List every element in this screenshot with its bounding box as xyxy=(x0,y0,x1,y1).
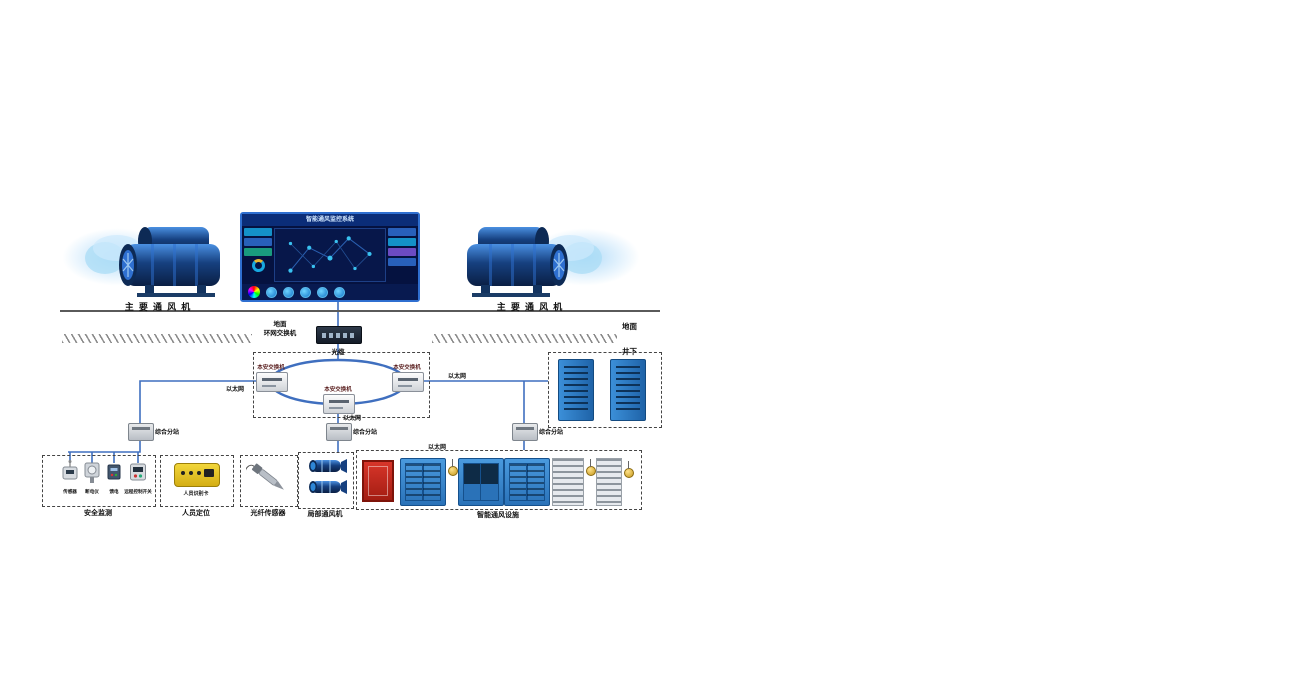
control-cabinet-icon xyxy=(558,359,594,421)
monitor-left-panel xyxy=(244,228,272,282)
underground-cabinet-box xyxy=(548,352,662,428)
ethernet-label: 以太网 xyxy=(428,444,447,451)
ethernet-label: 以太网 xyxy=(343,415,362,422)
color-wheel-icon xyxy=(248,286,260,298)
monitor-right-panel xyxy=(388,228,416,282)
air-door-icon xyxy=(362,460,394,502)
ring-switch-name-line1: 地面 xyxy=(273,320,287,328)
monitor-body xyxy=(242,226,418,284)
personnel-card-label: 人员识别卡 xyxy=(183,491,209,497)
ring-group-box xyxy=(253,352,430,418)
gauge-icon xyxy=(251,259,265,272)
safety-group-box xyxy=(42,455,156,507)
cabinet-door xyxy=(509,463,528,501)
personnel-group-label: 人员定位 xyxy=(182,509,210,517)
safety-device-label: 断电仪 xyxy=(85,490,99,495)
toolbar-icon xyxy=(266,286,277,298)
substation-2 xyxy=(326,423,352,441)
remote-switch-icon xyxy=(130,463,146,481)
substation-3 xyxy=(512,423,538,441)
cabinet-door xyxy=(480,463,499,501)
fiber-sensor-group-label: 光纤传感器 xyxy=(250,509,286,517)
main-fan-icon xyxy=(467,227,602,297)
substation-1-label: 综合分站 xyxy=(155,429,180,436)
cabinet-door xyxy=(463,463,482,501)
safe-switch-label-3: 本安交换机 xyxy=(324,387,352,393)
vent-cabinet-icon xyxy=(400,458,446,506)
ethernet-label: 以太网 xyxy=(226,386,245,393)
monitor-toolbar xyxy=(242,284,418,300)
toolbar-icon xyxy=(334,286,345,298)
smart-vent-group-label: 智能通风设施 xyxy=(477,511,519,519)
local-fan-group-box xyxy=(298,452,354,509)
personnel-card-icon xyxy=(174,463,220,487)
fiber-sensor-group-box xyxy=(240,455,298,507)
cabinet-door xyxy=(422,463,441,501)
underground-label: 井下 xyxy=(622,347,637,356)
fiber-sensor-icon xyxy=(246,463,284,490)
ethernet-label: 以太网 xyxy=(448,373,467,380)
cabinet-door xyxy=(405,463,424,501)
vent-cabinet-icon xyxy=(504,458,550,506)
main-fan-icon xyxy=(85,227,220,297)
safe-switch-label-1: 本安交换机 xyxy=(257,365,285,371)
control-cabinet-icon xyxy=(610,359,646,421)
safety-device-label: 传感器 xyxy=(63,490,77,495)
toolbar-icon xyxy=(300,286,311,298)
safe-switch-label-2: 本安交换机 xyxy=(393,365,421,371)
cabinet-door xyxy=(526,463,545,501)
ring-switch-name: 地面 环网交换机 xyxy=(250,320,310,338)
monitor-title: 智能通风监控系统 xyxy=(242,214,418,226)
local-fan-icon xyxy=(309,480,347,494)
main-fan-left xyxy=(85,222,235,300)
substation-3-label: 综合分站 xyxy=(539,429,564,436)
safety-device-label: 馈电 xyxy=(109,490,119,495)
safe-switch-2 xyxy=(392,372,424,392)
safety-group-label: 安全监测 xyxy=(84,509,112,517)
surface-label: 地面 xyxy=(622,322,637,331)
local-fan-group-label: 局部通风机 xyxy=(307,510,343,518)
fiber-cable-label: 光缆 xyxy=(331,348,345,356)
toolbar-icon xyxy=(283,286,294,298)
vent-cabinet-window-icon xyxy=(458,458,504,506)
main-fan-right xyxy=(452,222,602,300)
safe-switch-3 xyxy=(323,394,355,414)
toolbar-icon xyxy=(317,286,328,298)
main-fan-right-label: 主 要 通 风 机 xyxy=(496,303,564,313)
smart-vent-group-box xyxy=(356,450,642,510)
ground-hatch-right xyxy=(432,334,617,343)
louver-window-icon xyxy=(596,458,622,506)
safe-switch-1 xyxy=(256,372,288,392)
substation-1 xyxy=(128,423,154,441)
sensor-ball-icon xyxy=(624,461,634,478)
personnel-group-box xyxy=(160,455,234,507)
sensor-icon xyxy=(62,460,78,480)
louver-window-icon xyxy=(552,458,584,506)
substation-2-label: 综合分站 xyxy=(353,429,378,436)
sensor-ball-icon xyxy=(586,459,596,476)
ring-network-switch xyxy=(316,326,362,344)
safety-device-label: 远程控制开关 xyxy=(124,490,152,495)
main-fan-left-label: 主 要 通 风 机 xyxy=(124,303,192,313)
feed-box-icon xyxy=(107,464,121,480)
network-graph-icon xyxy=(274,228,386,282)
ring-switch-name-line2: 环网交换机 xyxy=(263,329,297,338)
local-fan-icon xyxy=(309,459,347,473)
monitoring-screen: 智能通风监控系统 xyxy=(240,212,420,302)
sensor-ball-icon xyxy=(448,459,458,476)
power-cutoff-icon xyxy=(84,462,100,483)
ground-hatch-left xyxy=(62,334,252,343)
